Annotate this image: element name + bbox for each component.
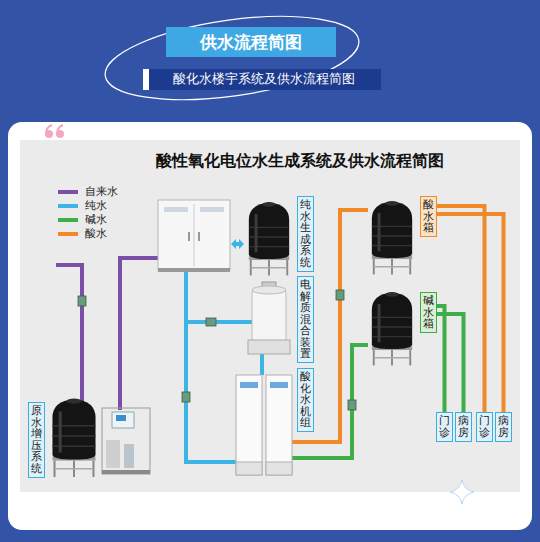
pure-water-pipe: [186, 272, 236, 462]
pure-water-pipe: [260, 354, 264, 375]
system-label: 酸化水机组: [297, 368, 314, 432]
control-cabinet: [188, 232, 190, 241]
quote-mark: [45, 125, 64, 138]
control-cabinet: [158, 200, 230, 272]
flow-double-arrow: [231, 239, 244, 249]
control-cabinet: [158, 268, 230, 272]
node-text: 酸化水机组: [300, 371, 311, 429]
valve: [78, 290, 356, 410]
booster-pump-unit: [116, 415, 126, 421]
valve: [336, 290, 344, 300]
legend-swatch: [58, 190, 78, 194]
control-cabinet: [198, 232, 200, 241]
node-text: 纯水生成系统: [300, 199, 311, 268]
legend-swatch: [58, 232, 78, 236]
legend-row: 自来水: [58, 185, 118, 199]
electrolysis-machine: [266, 375, 292, 475]
quote-mark: [46, 125, 52, 134]
water-tank: [249, 202, 289, 275]
node-text: 门诊: [439, 415, 450, 438]
legend-row: 纯水: [58, 199, 118, 213]
control-cabinet: [164, 207, 188, 212]
tap-water-pipe: [56, 265, 82, 402]
mixer-device: [248, 282, 290, 354]
node-text: 酸水箱: [423, 199, 434, 234]
electrolysis-machine: [236, 462, 262, 475]
diagram-title: 酸性氧化电位水生成系统及供水流程简图: [156, 151, 444, 170]
water-tank: [52, 399, 95, 477]
outlet-box: 门诊: [436, 412, 453, 442]
water-tank: [372, 292, 412, 365]
tap-water-pipe: [120, 258, 158, 410]
page-title: 供水流程简图: [166, 27, 336, 57]
legend-text: 碱水: [85, 213, 107, 227]
valve: [348, 400, 356, 410]
control-cabinet: [200, 207, 224, 212]
tank-label: 碱水箱: [420, 292, 437, 333]
tank-label: 酸水箱: [420, 196, 437, 237]
pipe-connector: [437, 206, 485, 412]
node-text: 病房: [458, 415, 469, 438]
legend-text: 酸水: [85, 227, 107, 241]
outlet-box: 病房: [455, 412, 472, 442]
node-text: 电解质混合装置: [300, 279, 311, 360]
outlet-box: 病房: [495, 412, 512, 442]
node-text: 原水增压系统: [31, 405, 42, 474]
electrolysis-machine: [236, 375, 292, 475]
node-text: 碱水箱: [423, 295, 434, 330]
legend: 自来水纯水碱水酸水: [58, 185, 118, 241]
content-card: [8, 122, 532, 530]
subtitle-bar: 酸化水楼宇系统及供水流程简图: [143, 69, 381, 90]
valve: [206, 318, 216, 326]
system-label: 纯水生成系统: [297, 196, 314, 272]
legend-row: 碱水: [58, 213, 118, 227]
legend-text: 自来水: [85, 185, 118, 199]
water-tank: [372, 201, 412, 274]
legend-swatch: [58, 218, 78, 222]
pipe-connector: [437, 214, 504, 412]
control-cabinet: [194, 204, 195, 266]
electrolysis-machine: [266, 462, 292, 475]
legend-text: 纯水: [85, 199, 107, 213]
electrolysis-machine: [270, 382, 288, 388]
legend-swatch: [58, 204, 78, 208]
system-label: 原水增压系统: [28, 402, 45, 478]
electrolysis-machine: [236, 375, 262, 475]
pipe-connector: [437, 314, 464, 412]
booster-pump-unit: [124, 444, 134, 468]
mixer-device: [252, 286, 286, 294]
pipe-connector: [437, 306, 445, 412]
quote-mark: [57, 125, 63, 134]
booster-pump-unit: [102, 408, 150, 474]
valve: [78, 296, 86, 306]
legend-row: 酸水: [58, 227, 118, 241]
diagram-panel: [20, 140, 520, 492]
outlet-box: 门诊: [476, 412, 493, 442]
booster-pump-unit: [106, 440, 120, 468]
node-text: 病房: [498, 415, 509, 438]
electrolysis-machine: [240, 382, 258, 388]
sparkle-decoration: [450, 480, 474, 504]
booster-pump-unit: [112, 412, 134, 428]
title-ellipse: [100, 3, 364, 114]
system-label: 电解质混合装置: [297, 276, 314, 363]
booster-pump-unit: [102, 470, 150, 474]
mixer-device: [252, 290, 286, 342]
valve: [182, 392, 190, 402]
pure-water-pipe: [186, 320, 252, 324]
node-text: 门诊: [479, 415, 490, 438]
control-cabinet: [158, 200, 230, 270]
booster-pump-unit: [102, 408, 150, 474]
mixer-device: [248, 340, 290, 354]
